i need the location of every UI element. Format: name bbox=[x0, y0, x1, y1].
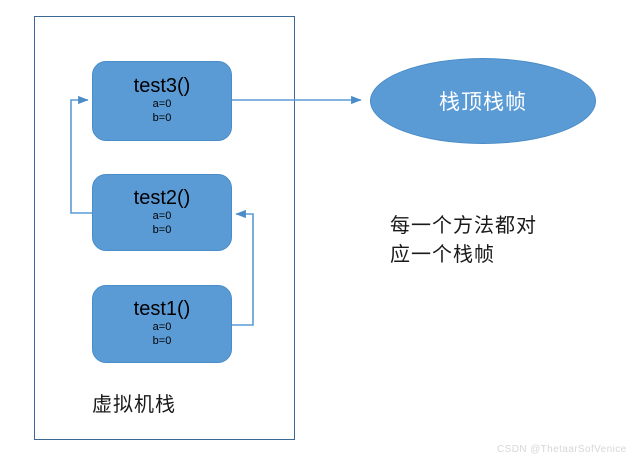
stack-frame-test1[interactable]: test1() a=0 b=0 bbox=[92, 285, 232, 363]
top-stack-frame-ellipse[interactable]: 栈顶栈帧 bbox=[370, 58, 596, 144]
frame-var-test3-a: a=0 bbox=[152, 98, 172, 111]
stack-frame-test3[interactable]: test3() a=0 b=0 bbox=[92, 61, 232, 141]
virtual-machine-stack-container bbox=[34, 16, 295, 440]
top-stack-frame-label: 栈顶栈帧 bbox=[439, 91, 527, 114]
frame-title-test3: test3() bbox=[133, 75, 191, 98]
csdn-watermark: CSDN @ThetaarSofVenice bbox=[497, 444, 627, 455]
frame-var-test3-b: b=0 bbox=[152, 112, 172, 124]
frame-var-test1-a: a=0 bbox=[152, 321, 172, 334]
frame-title-test1: test1() bbox=[133, 298, 191, 321]
virtual-machine-stack-label: 虚拟机栈 bbox=[92, 394, 176, 416]
frame-var-test2-a: a=0 bbox=[152, 209, 172, 222]
frame-var-test2-b: b=0 bbox=[152, 223, 172, 236]
frame-var-test1-b: b=0 bbox=[152, 335, 172, 347]
stack-frame-test2[interactable]: test2() a=0 b=0 bbox=[92, 174, 232, 251]
explanation-note: 每一个方法都对 应一个栈帧 bbox=[390, 215, 537, 266]
frame-title-test2: test2() bbox=[133, 186, 191, 209]
